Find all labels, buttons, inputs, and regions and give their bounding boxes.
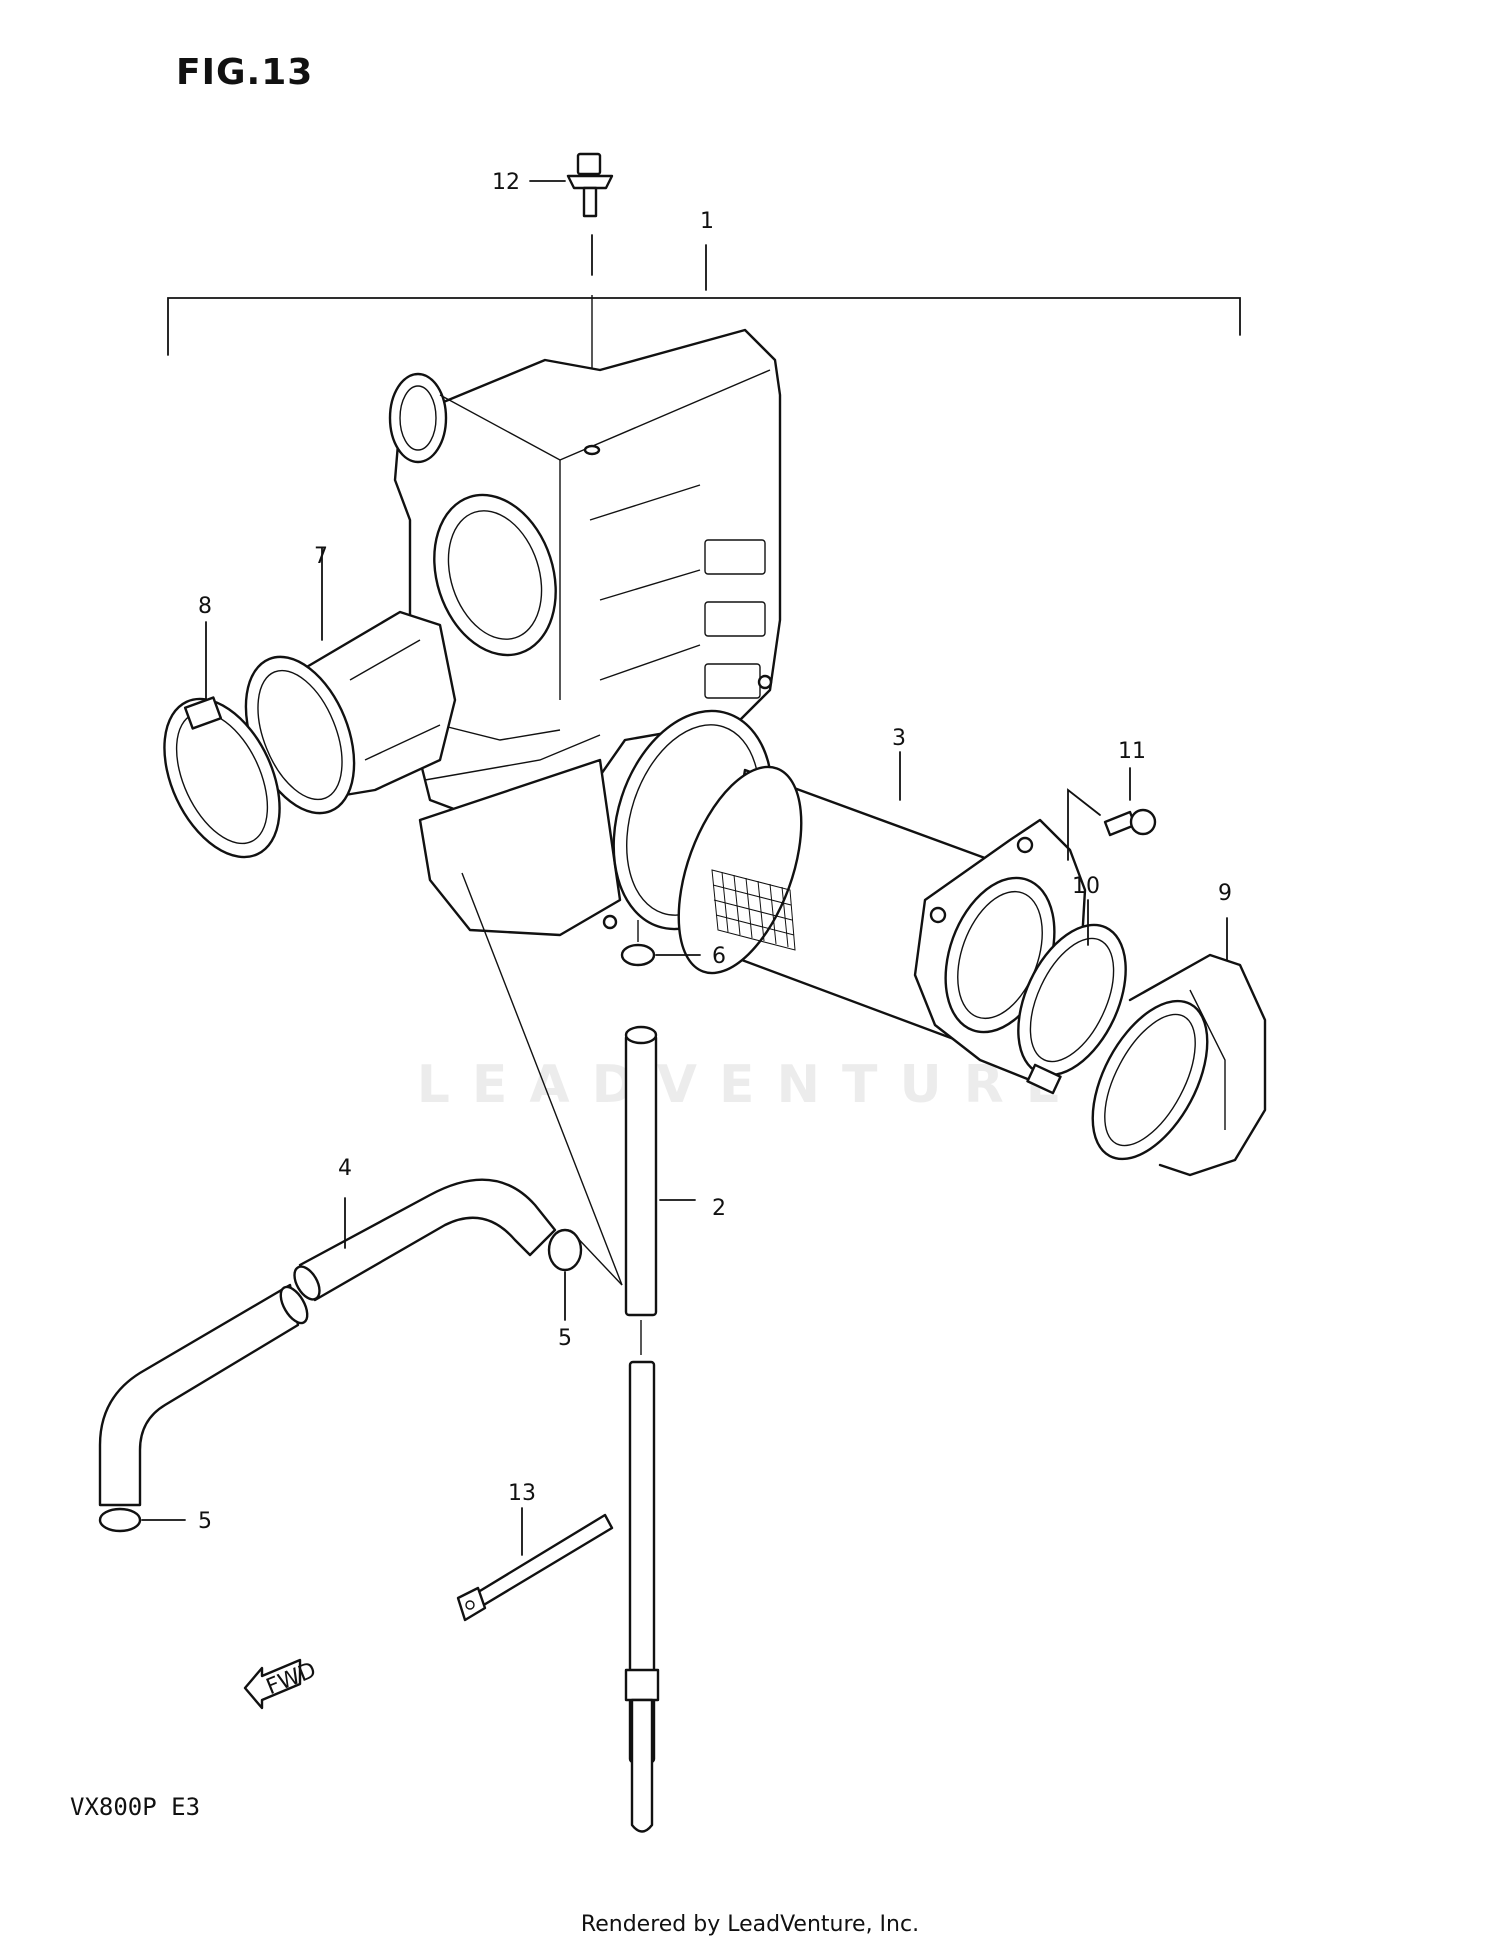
- forward-direction-arrow: FWD: [243, 1658, 320, 1710]
- callout-11: 11: [1118, 739, 1146, 764]
- watermark: LEADVENTURE: [416, 1055, 1084, 1115]
- clamp-8: [163, 621, 281, 859]
- air-cleaner-case: [388, 328, 782, 930]
- bolt-12: [529, 152, 614, 218]
- figure-title: FIG.13: [176, 52, 314, 93]
- clip-6: [620, 920, 701, 967]
- outlet-boot-9: [1091, 917, 1267, 1177]
- callout-5-lower: 5: [198, 1509, 212, 1534]
- screw-11: [1067, 767, 1157, 861]
- clamp-10: [1017, 899, 1127, 1095]
- callout-4: 4: [338, 1156, 352, 1181]
- callout-9: 9: [1218, 881, 1232, 906]
- drain-tube-2: [624, 1025, 696, 1833]
- callout-7: 7: [314, 544, 328, 569]
- clamp-5-upper: [547, 1228, 583, 1321]
- callout-10: 10: [1072, 874, 1100, 899]
- callout-12: 12: [492, 170, 520, 195]
- callout-2: 2: [712, 1196, 726, 1221]
- clamp-5-lower: [98, 1507, 186, 1533]
- callout-13: 13: [508, 1481, 536, 1506]
- callout-1: 1: [700, 209, 714, 234]
- callout-3: 3: [892, 726, 906, 751]
- strap-13: [456, 1507, 614, 1622]
- callout-labels: 1 2 3 4 5 5 6 7 8 9 10 11 12 13: [198, 170, 1232, 1534]
- footer-credit: Rendered by LeadVenture, Inc.: [580, 1912, 920, 1937]
- model-code: VX800P E3: [70, 1793, 201, 1821]
- breather-hose-4: [98, 1178, 557, 1507]
- drain-leader-line: [461, 872, 623, 1286]
- callout-6: 6: [712, 944, 726, 969]
- callout-5-upper: 5: [558, 1326, 572, 1351]
- callout-8: 8: [198, 594, 212, 619]
